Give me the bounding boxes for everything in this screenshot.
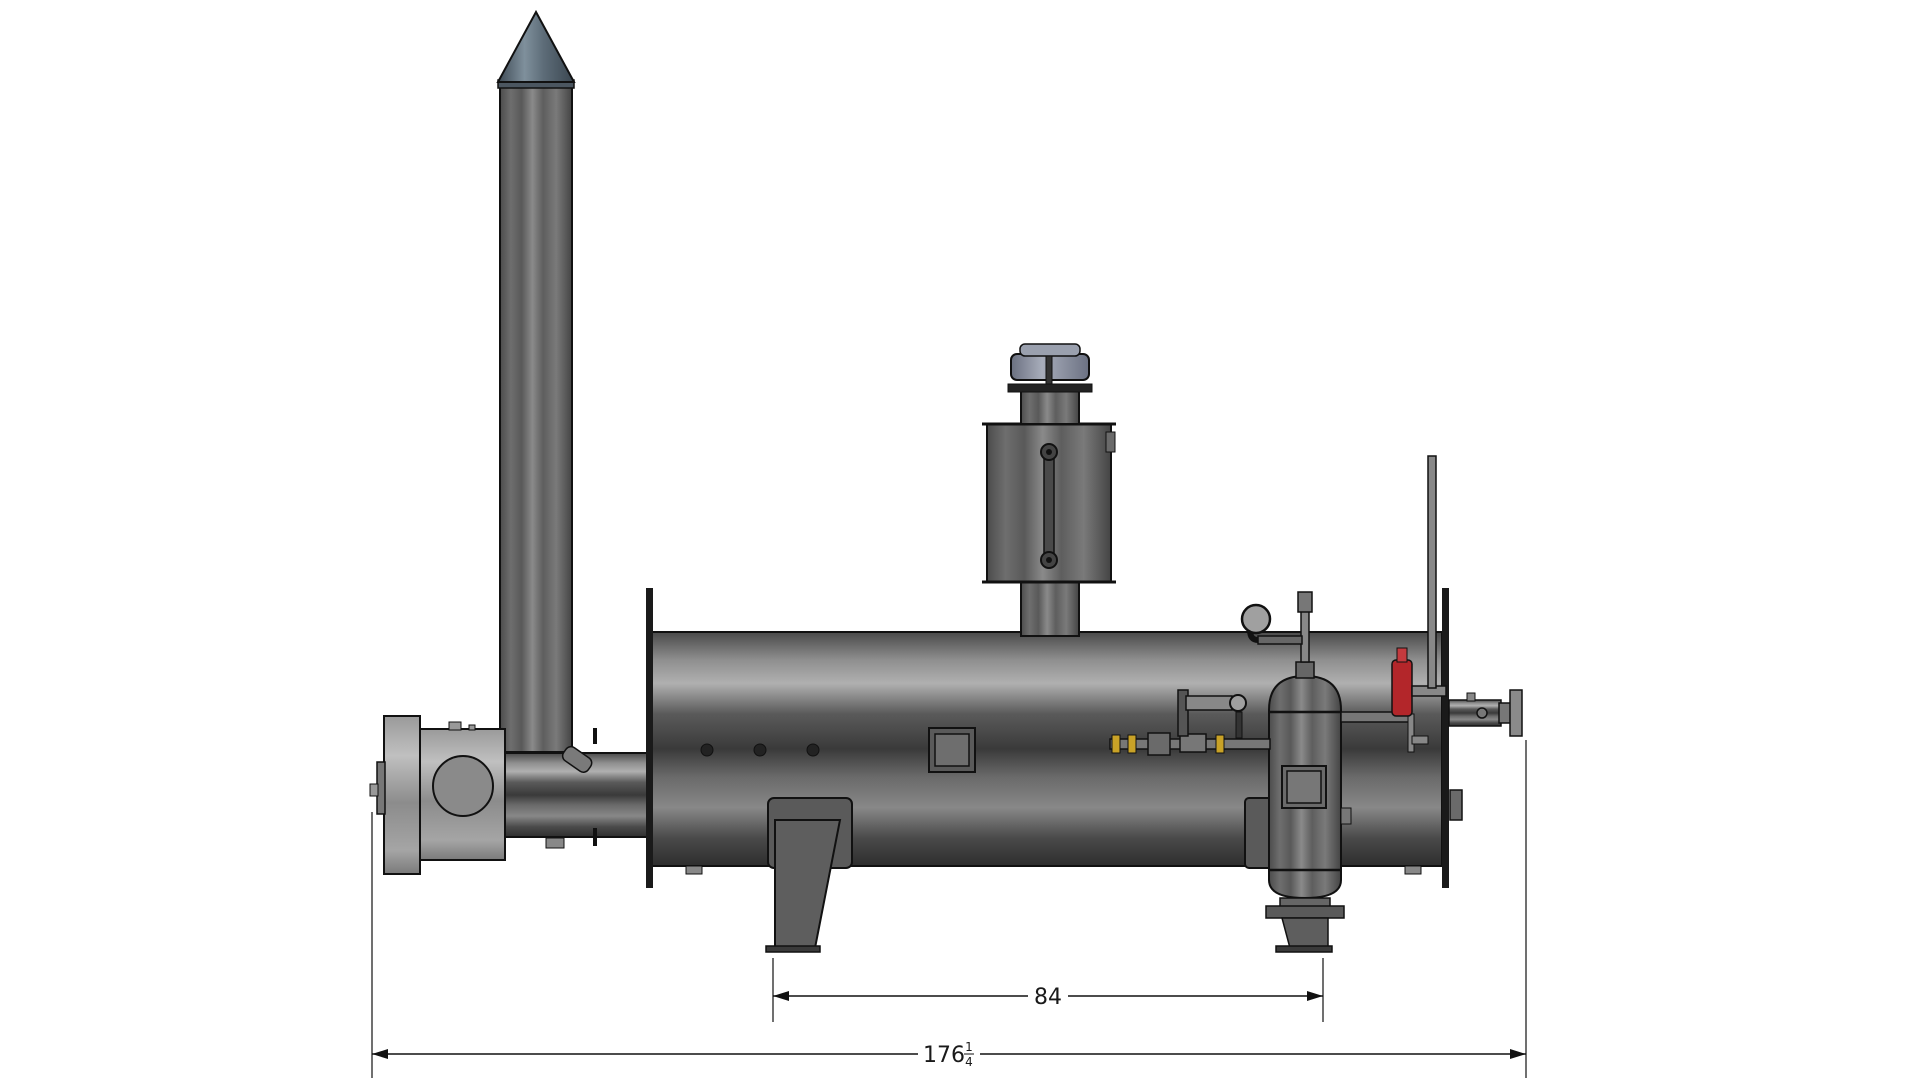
burner-inspection-port xyxy=(432,755,494,817)
shell-port-3 xyxy=(806,743,820,757)
separator-vessel xyxy=(1240,591,1352,953)
stack-cone-cap xyxy=(496,9,576,83)
outlet-nozzle xyxy=(1448,689,1523,737)
dimension-label-176: 176 xyxy=(923,1043,965,1068)
exhaust-stack xyxy=(496,9,576,753)
left-saddle xyxy=(765,797,853,953)
sight-glass xyxy=(1043,451,1055,561)
dimension-fraction-denominator: 4 xyxy=(965,1055,973,1069)
dimension-label-84: 84 xyxy=(1034,985,1062,1010)
dimension-overall-length: 176 1 4 xyxy=(371,740,1527,1078)
dimension-leg-spacing: 84 xyxy=(772,958,1324,1022)
safety-valve xyxy=(1391,659,1413,717)
feed-piping xyxy=(1109,689,1271,756)
shell-port-1 xyxy=(700,743,714,757)
dimension-fraction-numerator: 1 xyxy=(965,1040,973,1054)
shell-port-2 xyxy=(753,743,767,757)
pressure-gauge xyxy=(1240,603,1272,635)
safety-valve-assembly xyxy=(1340,455,1447,753)
burner-assembly xyxy=(369,715,652,875)
top-tank xyxy=(982,343,1116,637)
